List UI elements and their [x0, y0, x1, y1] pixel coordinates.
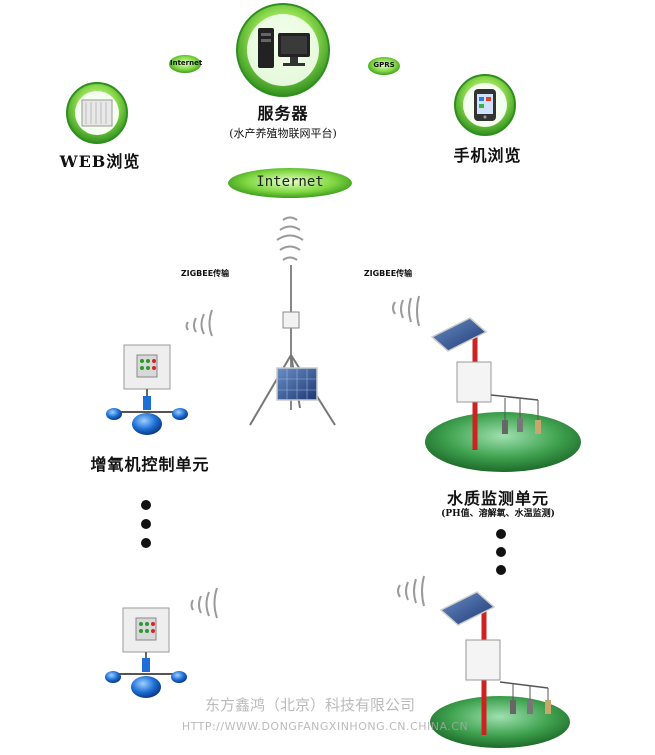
water-unit-label: 水质监测单元 [446, 489, 549, 508]
server-label: 服务器 [257, 104, 309, 123]
gateway-station [249, 265, 336, 426]
uplink-signal-icon [276, 216, 304, 261]
web-node [66, 82, 128, 144]
ellipsis-dots-right [496, 529, 506, 575]
aerator-unit-bottom [105, 607, 187, 698]
water-unit-bottom [430, 591, 570, 748]
bottom-right-signal-icon [397, 575, 425, 607]
internet-link-label: Internet [170, 59, 203, 67]
aerator-unit-label: 增氧机控制单元 [90, 455, 210, 474]
water-unit-sublabel: (PH值、溶解氧、水温监测) [441, 509, 555, 519]
internet-link-badge [169, 55, 201, 73]
server-sublabel: (水产养殖物联网平台) [229, 127, 337, 140]
zigbee-left-label: ZIGBEE传输 [180, 269, 230, 278]
mobile-node [454, 74, 516, 136]
internet-ellipse [228, 168, 352, 198]
server-node [236, 3, 330, 97]
right-signal-icon [392, 295, 420, 327]
mobile-phone-icon [474, 89, 496, 121]
aerator-unit-top [106, 344, 188, 435]
gprs-link-badge [368, 57, 400, 75]
web-label: WEB浏览 [59, 152, 141, 171]
watermark-url: HTTP://WWW.DONGFANGXINHONG.CN.CHINA.CN [181, 720, 469, 733]
server-computer-icon [258, 28, 310, 68]
left-signal-icon [185, 309, 213, 337]
water-unit-top [425, 317, 581, 472]
bottom-left-signal-icon [190, 587, 218, 619]
internet-label: Internet [256, 174, 324, 190]
watermark-company: 东方鑫鸿（北京）科技有限公司 [204, 696, 415, 714]
web-server-rack-icon [81, 99, 113, 127]
mobile-label: 手机浏览 [453, 146, 522, 165]
zigbee-right-label: ZIGBEE传输 [363, 269, 413, 278]
gprs-link-label: GPRS [373, 61, 395, 69]
ellipsis-dots-left [141, 500, 151, 548]
